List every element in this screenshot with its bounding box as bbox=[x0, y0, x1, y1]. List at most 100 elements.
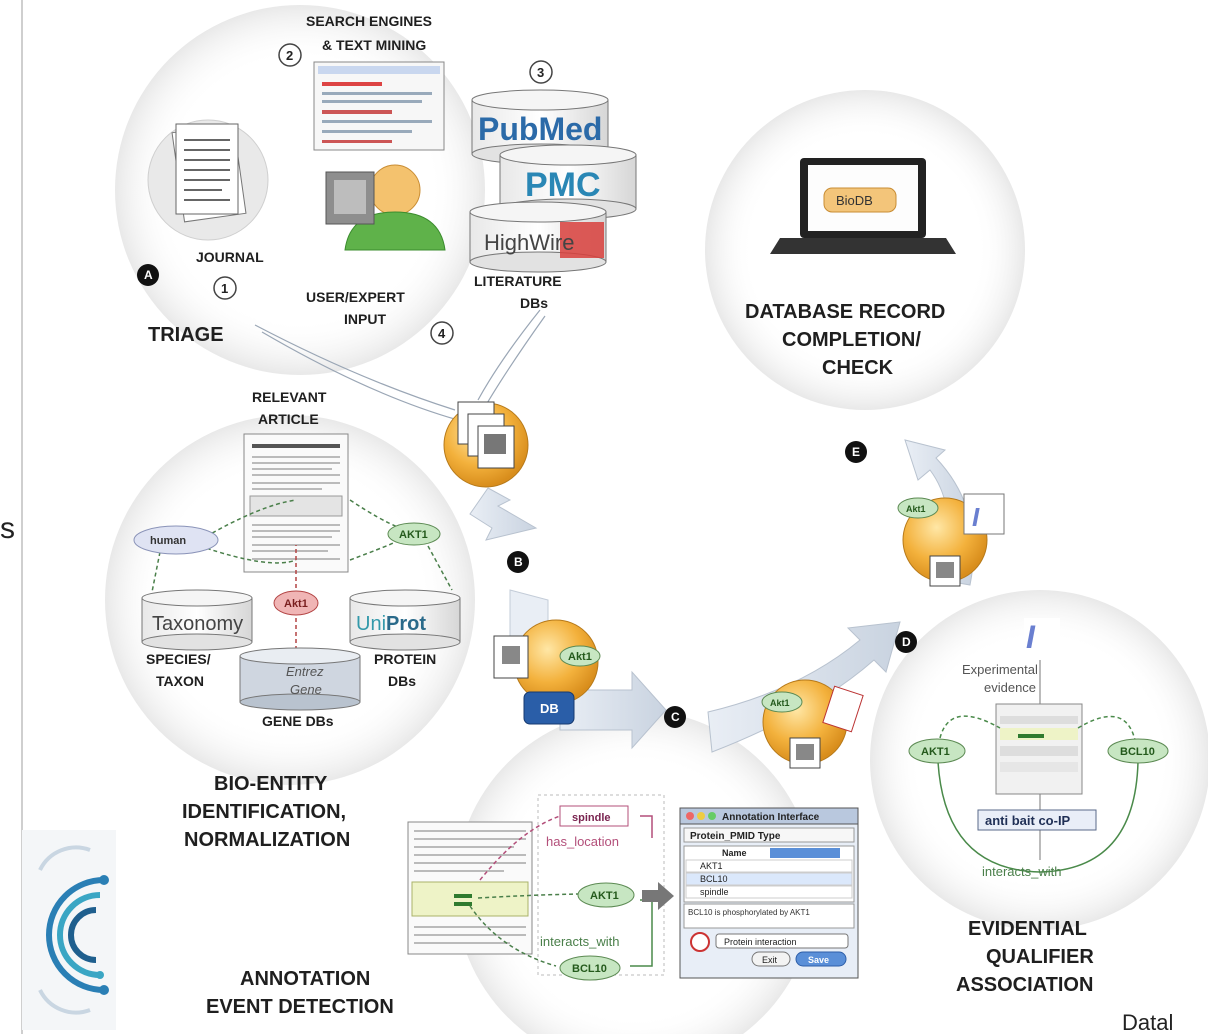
has-location-label: has_location bbox=[546, 834, 619, 849]
normalization-orb: Akt1 DB bbox=[493, 619, 601, 725]
cropped-left-text: s bbox=[0, 512, 15, 545]
bioentity-label-3: NORMALIZATION bbox=[184, 829, 350, 851]
svg-text:spindle: spindle bbox=[572, 812, 611, 824]
svg-text:AKT1: AKT1 bbox=[921, 746, 950, 758]
svg-text:Akt1: Akt1 bbox=[568, 651, 592, 663]
svg-text:Save: Save bbox=[808, 955, 829, 965]
step-badge-d: D bbox=[895, 631, 917, 653]
interacts-with-evidential-label: interacts_with bbox=[982, 864, 1061, 879]
entrez-label-2: Gene bbox=[290, 682, 322, 697]
entity-akt1-green: AKT1 bbox=[387, 522, 441, 546]
svg-text:A: A bbox=[144, 268, 153, 282]
pubmed-logo-text: PubMed bbox=[478, 111, 602, 147]
svg-text:1: 1 bbox=[221, 281, 228, 296]
interface-row-3[interactable] bbox=[685, 885, 853, 899]
svg-text:human: human bbox=[150, 535, 186, 547]
interface-exit-button[interactable] bbox=[751, 951, 791, 967]
interface-row-1-name: AKT1 bbox=[700, 861, 723, 871]
interface-record-icon bbox=[690, 932, 710, 952]
entity-bcl10-annotation: BCL10 bbox=[559, 955, 621, 981]
uniprot-cylinder: UniProt bbox=[349, 589, 461, 651]
svg-text:D: D bbox=[902, 635, 911, 649]
triage-funnel-lines bbox=[254, 309, 546, 421]
svg-text:BCL10: BCL10 bbox=[572, 963, 607, 975]
svg-text:AKT1: AKT1 bbox=[590, 890, 619, 902]
protein-dbs-label-1: PROTEIN bbox=[374, 651, 436, 667]
source-number-2: 2 bbox=[278, 43, 302, 67]
user-expert-icon bbox=[325, 164, 446, 251]
step-badge-a: A bbox=[137, 264, 159, 286]
svg-text:Akt1: Akt1 bbox=[284, 598, 308, 610]
svg-text:3: 3 bbox=[537, 65, 544, 80]
literature-dbs-label-1: LITERATURE bbox=[474, 273, 562, 289]
interface-row-2-name: BCL10 bbox=[700, 874, 728, 884]
species-taxon-label-1: SPECIES/ bbox=[146, 651, 211, 667]
svg-text:4: 4 bbox=[438, 326, 446, 341]
annotation-orb: Akt1 bbox=[761, 679, 864, 769]
relevant-article-label-2: ARTICLE bbox=[258, 411, 319, 427]
db-record-label-1: DATABASE RECORD bbox=[745, 301, 945, 323]
source-number-4: 4 bbox=[430, 321, 454, 345]
interface-save-button[interactable] bbox=[795, 951, 847, 967]
entity-akt1-evidential: AKT1 bbox=[908, 738, 966, 764]
highwire-logo-text: HighWire bbox=[484, 230, 574, 255]
cropped-right-text: Datal bbox=[1122, 1010, 1173, 1034]
article-stack-icon bbox=[443, 401, 529, 488]
interface-row-3-name: spindle bbox=[700, 887, 729, 897]
taxonomy-cylinder: Taxonomy bbox=[141, 589, 253, 651]
interface-col-name: Name bbox=[722, 848, 747, 858]
svg-text:anti bait co-IP: anti bait co-IP bbox=[985, 813, 1071, 828]
entity-akt1-red: Akt1 bbox=[273, 590, 319, 616]
bioentity-label-1: BIO-ENTITY bbox=[214, 773, 328, 795]
db-record-label-3: CHECK bbox=[822, 357, 894, 379]
annotation-links bbox=[469, 815, 579, 967]
source-number-1: 1 bbox=[213, 276, 237, 300]
interface-header: Protein_PMID Type bbox=[690, 831, 781, 842]
literature-dbs-label-2: DBs bbox=[520, 295, 548, 311]
gene-dbs-label: GENE DBs bbox=[262, 713, 334, 729]
svg-text:Exit: Exit bbox=[762, 955, 778, 965]
interface-select[interactable] bbox=[715, 933, 849, 949]
interface-note: BCL10 is phosphorylated by AKT1 bbox=[688, 908, 810, 917]
svg-text:I: I bbox=[972, 502, 980, 532]
svg-text:DB: DB bbox=[540, 701, 559, 716]
interface-title: Annotation Interface bbox=[722, 812, 820, 823]
entrez-label-1: Entrez bbox=[286, 664, 324, 679]
highwire-cylinder: HighWire bbox=[469, 201, 607, 273]
flow-arrow-a-to-b bbox=[469, 487, 538, 541]
journal-icon bbox=[147, 119, 269, 241]
annotation-label-1: ANNOTATION bbox=[240, 968, 370, 990]
entity-human: human bbox=[133, 525, 219, 555]
interacts-with-annotation-label: interacts_with bbox=[540, 934, 619, 949]
source-number-3: 3 bbox=[529, 60, 553, 84]
uniprot-label: UniProt bbox=[356, 613, 426, 635]
to-interface-arrow bbox=[642, 882, 674, 910]
experimental-label-1: Experimental bbox=[962, 662, 1038, 677]
dataset-logo bbox=[22, 830, 116, 1030]
eco-logo-icon: I bbox=[1024, 618, 1060, 655]
svg-text:E: E bbox=[852, 445, 860, 459]
anti-bait-box: anti bait co-IP bbox=[977, 809, 1097, 831]
annotation-source-doc bbox=[407, 821, 533, 955]
search-results-screenshot bbox=[313, 61, 445, 151]
svg-text:BCL10: BCL10 bbox=[1120, 746, 1155, 758]
journal-label: JOURNAL bbox=[196, 249, 264, 265]
interface-row-1[interactable] bbox=[685, 859, 853, 873]
db-record-label-2: COMPLETION/ bbox=[782, 329, 921, 351]
experimental-label-2: evidence bbox=[984, 680, 1036, 695]
svg-text:Akt1: Akt1 bbox=[906, 504, 926, 514]
interface-row-2[interactable] bbox=[685, 872, 853, 886]
species-taxon-label-2: TAXON bbox=[156, 673, 204, 689]
evidence-gel-image bbox=[995, 703, 1083, 795]
pmc-logo-text: PMC bbox=[525, 166, 601, 204]
svg-text:AKT1: AKT1 bbox=[399, 529, 428, 541]
svg-text:C: C bbox=[671, 710, 680, 724]
evidential-links bbox=[937, 715, 1139, 873]
entity-spindle: spindle bbox=[559, 805, 629, 827]
annotation-interface-window: Annotation Interface Protein_PMID Type N… bbox=[679, 807, 859, 979]
step-badge-c: C bbox=[664, 706, 686, 728]
svg-text:Protein interaction: Protein interaction bbox=[724, 937, 797, 947]
svg-text:2: 2 bbox=[286, 48, 293, 63]
search-engines-label-2: & TEXT MINING bbox=[322, 37, 426, 53]
